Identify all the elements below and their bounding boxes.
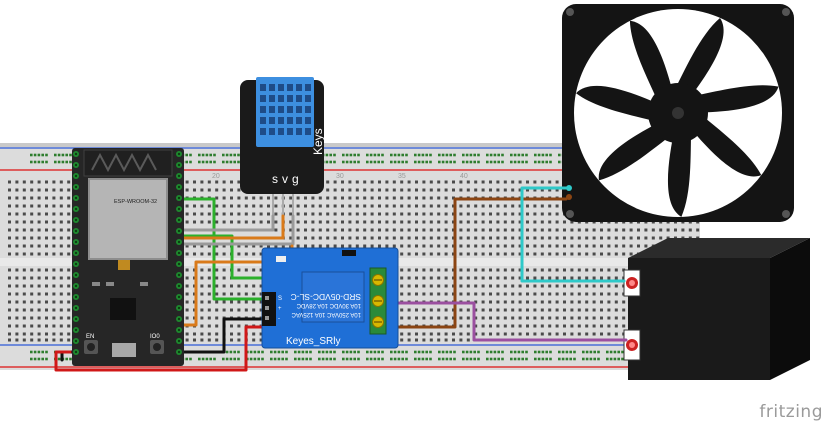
sensor-pin-s: s	[272, 172, 278, 186]
relay-part-number: SRD-05VDC-SL-C	[291, 292, 361, 302]
breadboard-number: 40	[460, 173, 468, 180]
relay-pin-s: S	[278, 296, 282, 302]
wires	[54, 186, 628, 372]
breadboard-number: 35	[398, 173, 406, 180]
sensor-brand: Keys	[311, 128, 325, 155]
relay-brand: Keyes_SRly	[286, 336, 340, 347]
sensor-pin-v: v	[282, 172, 288, 186]
relay-rating-line-1: 10A 30VDC 10A 28VDC	[296, 302, 361, 308]
relay-pin-minus: -	[278, 316, 280, 322]
dht-sensor: Keys s v g	[240, 77, 325, 220]
esp32-board: ESP-WROOM-32 EN IO0	[72, 148, 184, 366]
relay-rating-line-2: 10A 250VAC 10A 125VAC	[291, 311, 361, 317]
breadboard-number: 30	[336, 173, 344, 180]
esp32-button-io0-label: IO0	[150, 334, 160, 340]
breadboard-number: 20	[212, 173, 220, 180]
esp32-button-en-label: EN	[86, 334, 94, 340]
fan	[562, 4, 794, 222]
esp32-module-label: ESP-WROOM-32	[114, 199, 157, 205]
relay-module: SRD-05VDC-SL-C 10A 30VDC 10A 28VDC 10A 2…	[261, 247, 399, 349]
fritzing-watermark: fritzing	[759, 402, 823, 422]
sensor-pin-g: g	[292, 172, 299, 186]
relay-pin-plus: +	[278, 306, 282, 312]
power-supply-box	[623, 238, 810, 380]
